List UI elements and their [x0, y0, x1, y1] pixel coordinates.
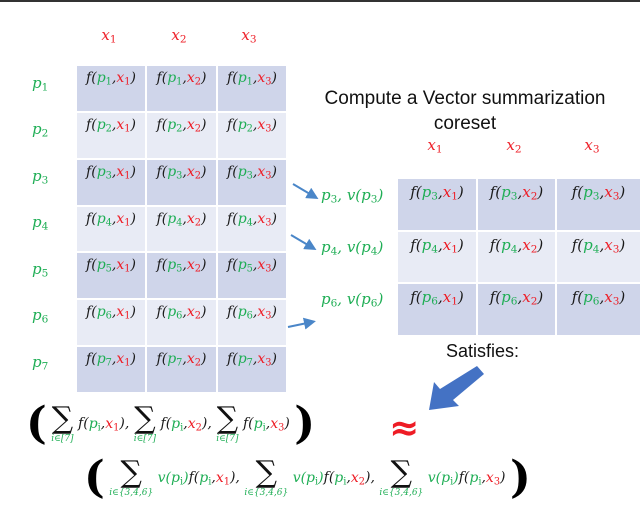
left-col-header-x3: x3: [241, 26, 257, 46]
arrow-p6-icon: [287, 317, 316, 330]
coreset-cell-p4-x1: f(p4,x1): [398, 231, 476, 283]
cell-p7-x3: f(p7,x3): [218, 347, 286, 392]
row-label-p3: p3: [32, 167, 49, 187]
cell-p7-x2: f(p7,x2): [147, 347, 216, 392]
cell-p3-x3: f(p3,x3): [218, 159, 286, 205]
cell-p3-x2: f(p3,x2): [147, 159, 216, 205]
cell-p6-x2: f(p6,x2): [147, 300, 216, 346]
coreset-table: f(p3,x1) f(p3,x2) f(p3,x3) f(p4,x1) f(p4…: [398, 179, 640, 335]
right-col-header-x2: x2: [506, 136, 522, 156]
row-label-p1: p1: [32, 74, 49, 94]
left-col-header-x1: x1: [101, 26, 117, 46]
coreset-title-line2: coreset: [433, 113, 497, 134]
coreset-row-label-p6: p6, v(p6): [321, 290, 384, 310]
coreset-row-label-p4: p4, v(p4): [321, 238, 384, 258]
left-col-header-x2: x2: [171, 26, 187, 46]
cell-p2-x3: f(p2,x3): [218, 112, 286, 158]
cell-p6-x3: f(p6,x3): [218, 300, 286, 346]
cell-p1-x2: f(p1,x2): [147, 66, 216, 111]
satisfies-label: Satisfies:: [446, 341, 520, 361]
cell-p6-x1: f(p6,x1): [77, 300, 145, 346]
full-data-table: f(p1,x1) f(p1,x2) f(p1,x3) f(p2,x1) f(p2…: [77, 66, 286, 392]
cell-p5-x1: f(p5,x1): [77, 253, 145, 299]
coreset-cell-p6-x3: f(p6,x3): [557, 284, 640, 335]
formula-rhs: ( ∑i∈{3,4,6} v(pi)f(pi,x1), ∑i∈{3,4,6} v…: [84, 452, 531, 503]
selection-arrows: [287, 183, 319, 330]
row-label-p6: p6: [32, 306, 49, 326]
coreset-cell-p6-x1: f(p6,x1): [398, 284, 476, 335]
row-label-p7: p7: [32, 353, 49, 373]
top-border: [0, 0, 640, 2]
right-col-header-x1: x1: [427, 136, 443, 156]
big-down-left-arrow-icon: [429, 366, 484, 410]
cell-p5-x2: f(p5,x2): [147, 253, 216, 299]
coreset-row-label-p3: p3, v(p3): [321, 186, 384, 206]
row-label-p5: p5: [32, 260, 49, 280]
sum-coreset-x3: ∑i∈{3,4,6}: [379, 454, 424, 498]
cell-p7-x1: f(p7,x1): [77, 347, 145, 392]
sum-coreset-x1: ∑i∈{3,4,6}: [109, 454, 154, 498]
cell-p2-x1: f(p2,x1): [77, 112, 145, 158]
cell-p3-x1: f(p3,x1): [77, 159, 145, 205]
coreset-title-line1: Compute a Vector summarization: [324, 88, 606, 109]
coreset-cell-p3-x2: f(p3,x2): [478, 179, 555, 230]
cell-p4-x1: f(p4,x1): [77, 206, 145, 252]
cell-p2-x2: f(p2,x2): [147, 112, 216, 158]
row-label-p4: p4: [32, 213, 49, 233]
coreset-cell-p4-x2: f(p4,x2): [478, 231, 555, 283]
formula-lhs: ( ∑i∈[7] f(pi,x1), ∑i∈[7] f(pi,x2), ∑i∈[…: [26, 398, 316, 449]
coreset-cell-p4-x3: f(p4,x3): [557, 231, 640, 283]
sum-full-x2: ∑i∈[7]: [133, 400, 157, 444]
cell-p4-x3: f(p4,x3): [218, 206, 286, 252]
right-col-header-x3: x3: [584, 136, 600, 156]
approx-symbol: ≈: [389, 408, 420, 449]
row-label-p2: p2: [32, 120, 49, 140]
coreset-cell-p3-x3: f(p3,x3): [557, 179, 640, 230]
arrow-p3-icon: [292, 183, 319, 200]
cell-p4-x2: f(p4,x2): [147, 206, 216, 252]
arrow-p4-icon: [290, 234, 317, 251]
cell-p1-x1: f(p1,x1): [77, 66, 145, 111]
cell-p5-x3: f(p5,x3): [218, 253, 286, 299]
coreset-cell-p3-x1: f(p3,x1): [398, 179, 476, 230]
coreset-cell-p6-x2: f(p6,x2): [478, 284, 555, 335]
sum-full-x3: ∑i∈[7]: [216, 400, 239, 444]
sum-coreset-x2: ∑i∈{3,4,6}: [244, 454, 289, 498]
cell-p1-x3: f(p1,x3): [218, 66, 286, 111]
sum-full-x1: ∑i∈[7]: [51, 400, 74, 444]
